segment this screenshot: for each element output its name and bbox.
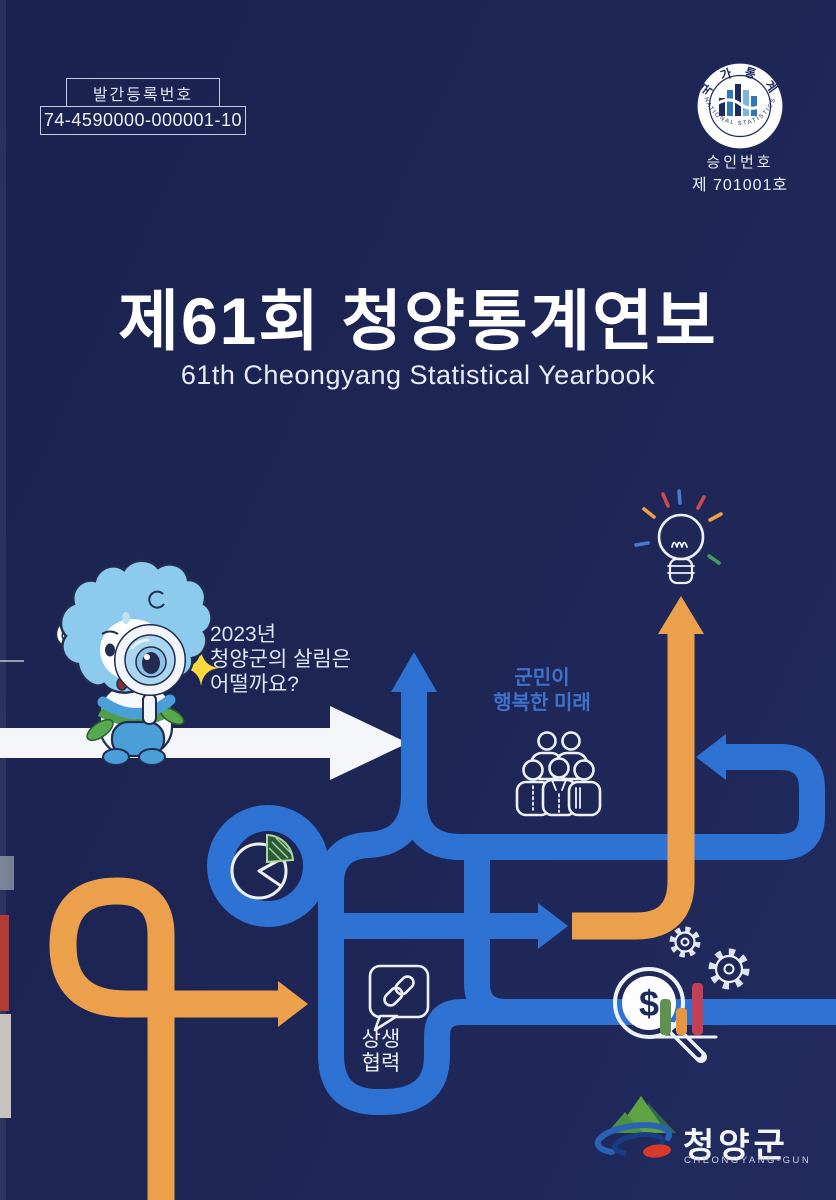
approval-label: 승인번호 <box>706 154 774 171</box>
cheongyang-mountain-logo <box>594 1096 676 1158</box>
cooperation-callout: 상생 협력 <box>361 1028 401 1075</box>
mascot-sheep-magnifier <box>54 559 213 766</box>
bar-chart-icon <box>650 983 718 1039</box>
lightbulb-icon <box>634 489 723 585</box>
gear-icon-small <box>669 926 701 958</box>
publication-number-value: 74-4590000-000001-10 <box>40 106 246 135</box>
edge-sticker-gray <box>0 856 14 890</box>
approval-number: 제 701001호 <box>691 177 789 194</box>
page-title: 제61회 청양통계연보 <box>118 284 718 358</box>
footer-logo-name: 청양군 <box>683 1127 789 1165</box>
white-arrow <box>0 706 408 780</box>
sparkle-icon <box>183 650 219 686</box>
edge-sticker-beige <box>0 1014 11 1118</box>
orange-flow-paths <box>49 596 704 1200</box>
money-magnifier-icon: $ <box>613 967 718 1063</box>
national-statistics-emblem: 국 가 통 계 NATIONAL STATISTICS <box>696 62 784 150</box>
edge-sticker-red <box>0 915 9 1011</box>
footer-logo-romanized: CHEONGYANG-GUN <box>684 1155 812 1166</box>
gear-icon-large <box>708 948 750 990</box>
pie-chart-icon <box>230 833 295 900</box>
question-callout: 2023년 청양군의 살림은 어떨까요? <box>210 623 352 696</box>
blue-flow-paths <box>207 652 836 1115</box>
book-spine-highlight <box>0 0 6 1200</box>
link-bubble-icon <box>368 964 430 1032</box>
scan-scratch <box>0 660 24 662</box>
future-callout: 군민이 행복한 미래 <box>493 667 591 714</box>
page-subtitle: 61th Cheongyang Statistical Yearbook <box>180 360 656 390</box>
dollar-icon: $ <box>639 983 659 1024</box>
people-group-icon <box>515 731 602 817</box>
emblem-bar-chart-icon <box>713 84 768 116</box>
